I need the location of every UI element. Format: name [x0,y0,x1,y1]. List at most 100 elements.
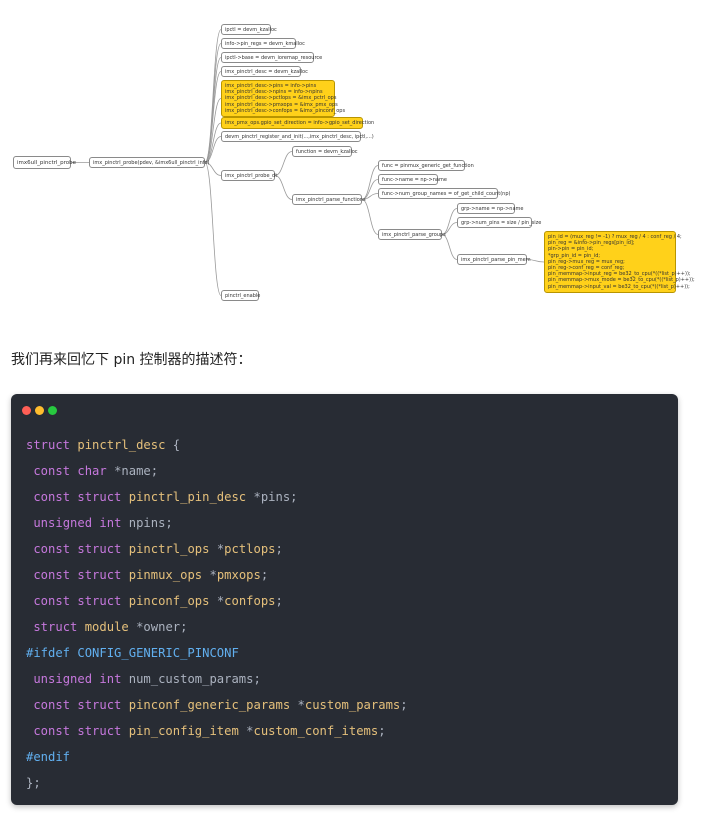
code-token: struct [77,490,129,504]
mind-map-node: imx_pinctrl_parse_groups [378,229,446,240]
code-token: pinctrl_ops [128,542,217,556]
code-token: ; [275,542,283,556]
code-token: { [172,438,181,452]
code-token: struct [77,568,129,582]
code-token: struct [77,542,129,556]
mind-map-edge [204,71,222,163]
code-line: struct pinctrl_desc { [26,432,408,458]
code-token: * [209,568,217,582]
mind-map-node: imx_pinctrl_probe(pdev, &imx6ull_pinctrl… [89,157,210,168]
code-token: int [99,672,129,686]
code-token: ; [275,594,283,608]
mind-map-node-text: imx_pinctrl_parse_functions [296,197,366,203]
code-token: npins; [128,516,173,530]
code-line: unsigned int npins; [26,510,408,536]
code-token: * [216,594,225,608]
mind-map-node-text: imx_pinctrl_desc->confops = &imx_pinconf… [225,107,346,114]
code-token: int [99,516,129,530]
code-token: const [33,698,78,712]
mind-map-node-text: grp->name = np->name [461,206,524,212]
mind-map-node-text: func->num_group_names = of_get_child_cou… [382,191,511,197]
mind-map-node-text: grp->num_pins = size / pin_size [461,220,542,226]
code-token: const [33,542,78,556]
maximize-dot-icon [48,406,57,415]
code-line: #endif [26,744,408,770]
mind-map-node: imx_pinctrl_desc = devm_kzalloc [221,66,308,77]
code-token: struct [77,724,129,738]
mind-map-node-text: pin_memmap->mux_mode = be32_to_cpu(*((*l… [548,277,695,284]
code-line: const struct pinmux_ops *pmxops; [26,562,408,588]
mind-map-edge [204,162,222,176]
mind-map-node-text: pin_memmap->input_val = be32_to_cpu(*((*… [548,283,690,290]
mind-map-node-text: ipctl = devm_kzalloc [225,27,277,33]
mind-map-node: imx6ull_pinctrl_probe [13,156,76,169]
mind-map-node: grp->num_pins = size / pin_size [457,217,542,228]
code-token: unsigned [33,516,100,530]
code-token: pin_config_item [128,724,247,738]
mind-map-node: pinctrl_enable [221,290,261,301]
code-token: #ifdef [26,646,78,660]
code-line: const struct pinctrl_pin_desc *pins; [26,484,408,510]
mind-map-edge [204,136,222,163]
code-token: }; [26,776,41,790]
code-block: struct pinctrl_desc { const char *name; … [11,394,678,805]
mind-map-node-text: function = devm_kzalloc [296,149,358,155]
code-token: char [77,464,115,478]
mind-map-edge [204,98,222,163]
code-token: custom_params [304,698,401,712]
code-line: const struct pinconf_ops *confops; [26,588,408,614]
code-token: pinctrl_pin_desc [128,490,254,504]
mind-map-node: ipctl->base = devm_ioremap_resource [221,52,323,63]
mind-map-edge [361,199,379,235]
mind-map-node: imx_pinctrl_probe_dt [221,170,277,181]
code-token: struct [33,620,85,634]
code-token: pmxops [216,568,261,582]
code-token: *pins; [253,490,298,504]
mind-map-node-text: ipctl->base = devm_ioremap_resource [225,55,323,61]
mind-map-node-text: pin_reg->mux_reg = mux_reg; [548,258,625,265]
window-dots [22,406,57,415]
mind-map-edge [361,179,379,200]
code-token: custom_conf_items [253,724,379,738]
mind-map-edge [441,234,458,260]
mind-map-node: grp->name = np->name [457,203,524,214]
code-content: struct pinctrl_desc { const char *name; … [26,432,408,796]
code-line: const char *name; [26,458,408,484]
mind-map-edge [274,151,293,176]
mind-map-node-text: imx_pinctrl_desc = devm_kzalloc [225,69,308,75]
mind-map-node-text: func->name = np->name [382,177,447,183]
code-line: const struct pinctrl_ops *pctlops; [26,536,408,562]
mind-map-node-text: pin_id = (mux_reg != -1) ? mux_reg / 4 :… [548,234,682,240]
mind-map-edge [361,165,379,200]
mind-map-node-text: imx_pinctrl_desc->pins = info->pins [225,83,317,89]
mind-map-node: func->num_group_names = of_get_child_cou… [378,188,511,199]
code-line: struct module *owner; [26,614,408,640]
mind-map-node-text: pin_memmap->input_reg = be32_to_cpu(*((*… [548,271,691,278]
code-token: * [216,542,225,556]
code-token: num_custom_params; [128,672,261,686]
mind-map-node-text: pin_reg = &info->pin_regs[pin_id]; [548,240,635,247]
mind-map-node: function = devm_kzalloc [292,146,358,157]
code-line: unsigned int num_custom_params; [26,666,408,692]
code-token: * [246,724,254,738]
mind-map-node: imx_pinctrl_desc->pins = info->pins imx_p… [221,80,346,118]
code-line: #ifdef CONFIG_GENERIC_PINCONF [26,640,408,666]
mind-map-node-text: devm_pinctrl_register_and_init(...,imx_p… [225,134,374,140]
mind-map-node: info->pin_regs = devm_kmalloc [221,38,305,49]
intro-text: 我们再来回忆下 pin 控制器的描述符： [11,352,252,368]
code-token: pinconf_generic_params [128,698,298,712]
mind-map-node-text: pin->pin = pin_id; [548,246,594,253]
code-token: unsigned [33,672,100,686]
mind-map-node-text: imx_pinctrl_desc->pctlops = &imx_pctrl_o… [225,95,337,102]
mind-map-node-text: pin_reg->conf_reg = conf_reg; [548,265,625,272]
mind-map-node: imx_pmx_ops.gpio_set_direction = info->g… [221,117,374,130]
code-token: struct [26,438,78,452]
code-token: pctlops [224,542,276,556]
mind-map-node: devm_pinctrl_register_and_init(...,imx_p… [221,131,374,142]
code-token: #endif [26,750,71,764]
minimize-dot-icon [35,406,44,415]
mind-map-node-text: imx_pinctrl_parse_groups [382,232,446,238]
code-token: CONFIG_GENERIC_PINCONF [77,646,239,660]
mind-map-node-text: pinctrl_enable [225,293,261,299]
code-token: pinconf_ops [128,594,217,608]
